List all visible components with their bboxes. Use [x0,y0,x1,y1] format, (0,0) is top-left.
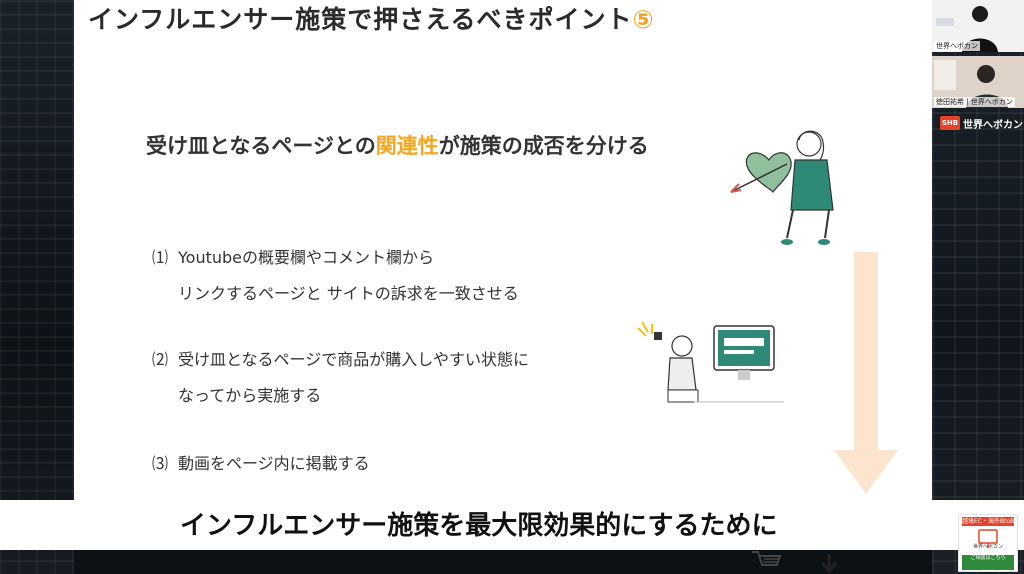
slide-title-number: ⑤ [632,5,655,34]
point-number: ⑶ [152,454,169,473]
point-2: ⑵ 受け皿となるページで商品が購入しやすい状態に なってから実施する [152,342,529,414]
point-number: ⑵ [152,350,169,369]
ad-top-text: 越境EC・海外BtoB [962,517,1014,526]
person-computer-illustration [637,321,784,403]
participant-name: 世界へボカン [934,41,980,51]
point-number: ⑴ [152,248,169,267]
point-line2: リンクするページと サイトの訴求を一致させる [178,284,519,303]
download-arrow-icon [820,554,838,574]
participant-name: 徳田祐希 | 世界へボカン [934,97,1015,107]
slide-title: インフルエンサー施策で押さえるべきポイント⑤ [88,0,655,36]
brand-logo-mark: SHB [940,116,960,130]
conclusion-text: インフルエンサー施策を最大限効果的にするために [180,511,778,541]
shopping-cart-icon [752,551,782,566]
point-line1: 受け皿となるページで商品が購入しやすい状態に [178,350,530,369]
slide-title-text: インフルエンサー施策で押さえるべきポイント [88,5,633,34]
caption-strip [0,500,932,550]
brand-name: 世界へボカン [963,119,1023,131]
ad-bottom-text: ご相談はこちら [962,555,1014,570]
point-3: ⑶ 動画をページ内に掲載する [152,446,370,482]
subtitle-highlight: 関連性 [375,134,439,158]
brand-logo: SHB 世界へボカン [940,114,1023,132]
woman-heart-illustration [730,130,834,245]
point-line1: Youtubeの概要欄やコメント欄から [178,248,434,267]
ad-mid-text: 世界へボカン [972,544,1003,550]
background-left [0,0,74,574]
presentation-slide: インフルエンサー施策で押さえるべきポイント⑤ 受け皿となるページとの関連性が施策… [74,0,932,500]
participant-video-2[interactable]: 徳田祐希 | 世界へボカン [932,56,1024,108]
subtitle-pre: 受け皿となるページとの [146,134,376,158]
subtitle-post: が施策の成否を分ける [438,134,649,158]
point-line2: なってから実施する [178,386,322,405]
slide-subtitle: 受け皿となるページとの関連性が施策の成否を分ける [146,130,649,160]
point-line1: 動画をページ内に掲載する [178,454,370,473]
point-1: ⑴ Youtubeの概要欄やコメント欄から リンクするページと サイトの訴求を一致… [152,240,519,312]
participant-video-1[interactable]: 世界へボカン [932,0,1024,52]
down-arrow-icon [834,252,898,494]
monitor-icon [978,529,998,548]
ad-banner[interactable]: 越境EC・海外BtoB 世界へボカン ご相談はこちら [958,514,1018,572]
